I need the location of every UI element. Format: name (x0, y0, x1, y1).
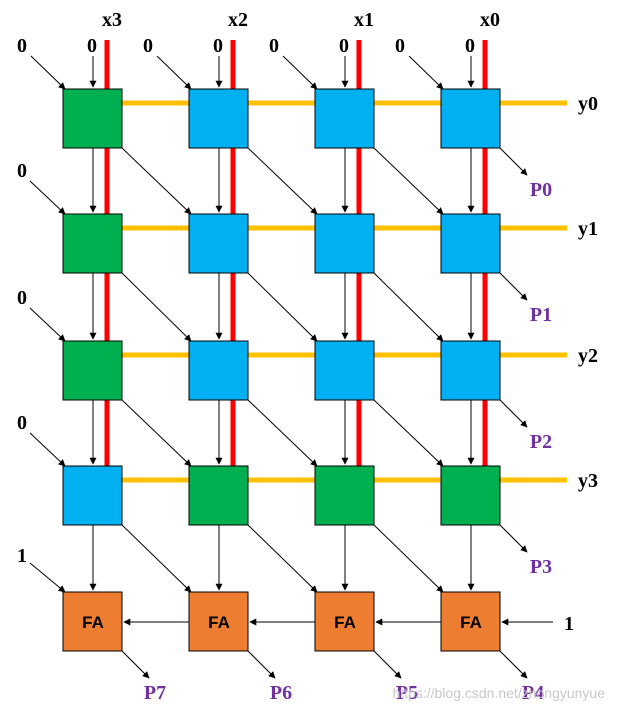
cell-r0-c3 (440, 88, 501, 149)
cell-r3-c1 (188, 465, 249, 526)
cell-r3-c0 (62, 465, 123, 526)
product-label-0: P0 (530, 179, 552, 201)
diagonal-arrow-r1-c2 (373, 272, 444, 342)
left-diagonal-arrow-3 (29, 432, 66, 467)
diagonal-arrow-r2-c0 (121, 399, 192, 467)
diagonal-arrow-r0-c0 (121, 147, 192, 215)
top-zero-diag-3: 0 (395, 35, 405, 57)
product-arrow-0 (499, 147, 528, 176)
product-arrow-2 (499, 399, 528, 428)
fa-left-input-label: 1 (17, 545, 27, 567)
left-zero-3: 0 (17, 412, 27, 434)
y-label-2: y2 (578, 345, 598, 367)
fa-output-arrow-1 (247, 650, 276, 679)
x-label-0: x3 (102, 9, 122, 31)
diagonal-arrow-r1-c1 (247, 272, 318, 342)
x-label-3: x0 (480, 9, 500, 31)
product-arrow-1 (499, 272, 528, 301)
diagonal-arrow-r0-c1 (247, 147, 318, 215)
fa-left-input-arrow (29, 562, 66, 593)
cell-r3-c3 (440, 465, 501, 526)
diagonal-arrow-r3-c2 (373, 524, 444, 593)
diagonal-arrow-r3-c1 (247, 524, 318, 593)
fa-label-3: FA (460, 613, 482, 632)
diagonal-arrow-r1-c0 (121, 272, 192, 342)
y-label-0: y0 (578, 93, 598, 115)
left-zero-1: 0 (17, 160, 27, 182)
top-zero-vert-1: 0 (213, 35, 223, 57)
cell-r0-c2 (314, 88, 375, 149)
fa-box-0 (62, 591, 123, 652)
top-zero-diag-2: 0 (269, 35, 279, 57)
left-zero-2: 0 (17, 287, 27, 309)
product-arrow-3 (499, 524, 528, 553)
diagonal-arrow-r3-c0 (121, 524, 192, 593)
product-label-3: P3 (530, 556, 552, 578)
left-diagonal-arrow-1 (29, 180, 66, 215)
diagonal-arrow-r0-c2 (373, 147, 444, 215)
cell-r3-c2 (314, 465, 375, 526)
fa-label-0: FA (82, 613, 104, 632)
cell-r0-c0 (62, 88, 123, 149)
cell-r0-c1 (188, 88, 249, 149)
fa-box-1 (188, 591, 249, 652)
x-label-1: x2 (228, 9, 248, 31)
cell-r2-c1 (188, 340, 249, 401)
product-label-5: P5 (396, 682, 418, 704)
fa-output-arrow-0 (121, 650, 150, 679)
fa-box-3 (440, 591, 501, 652)
y-label-1: y1 (578, 218, 598, 240)
fa-right-input-label: 1 (564, 613, 574, 635)
fa-box-2 (314, 591, 375, 652)
x-label-2: x1 (354, 9, 374, 31)
product-label-1: P1 (530, 304, 552, 326)
product-label-4: P4 (522, 682, 544, 704)
cell-r1-c1 (188, 213, 249, 274)
top-diagonal-arrow-0 (30, 55, 66, 90)
y-label-3: y3 (578, 470, 598, 492)
cell-r1-c0 (62, 213, 123, 274)
fa-label-2: FA (334, 613, 356, 632)
diagonal-arrow-r2-c1 (247, 399, 318, 467)
top-zero-vert-0: 0 (87, 35, 97, 57)
fa-label-1: FA (208, 613, 230, 632)
fa-output-arrow-2 (373, 650, 402, 679)
cells-layer (62, 88, 501, 652)
product-label-2: P2 (530, 431, 552, 453)
top-diagonal-arrow-1 (156, 55, 192, 90)
fa-output-arrow-3 (499, 650, 528, 679)
cell-r1-c3 (440, 213, 501, 274)
product-label-7: P7 (144, 682, 166, 704)
watermark: https://blog.csdn.net/zhongyunyue (393, 685, 606, 701)
top-zero-vert-3: 0 (465, 35, 475, 57)
top-diagonal-arrow-2 (282, 55, 318, 90)
top-zero-diag-1: 0 (143, 35, 153, 57)
cell-r2-c2 (314, 340, 375, 401)
cell-r2-c3 (440, 340, 501, 401)
top-diagonal-arrow-3 (408, 55, 444, 90)
cell-r2-c0 (62, 340, 123, 401)
top-zero-diag-0: 0 (17, 35, 27, 57)
top-zero-vert-2: 0 (339, 35, 349, 57)
arrows-layer (29, 55, 553, 679)
cell-r1-c2 (314, 213, 375, 274)
left-diagonal-arrow-2 (29, 307, 66, 342)
product-label-6: P6 (270, 682, 292, 704)
diagonal-arrow-r2-c2 (373, 399, 444, 467)
